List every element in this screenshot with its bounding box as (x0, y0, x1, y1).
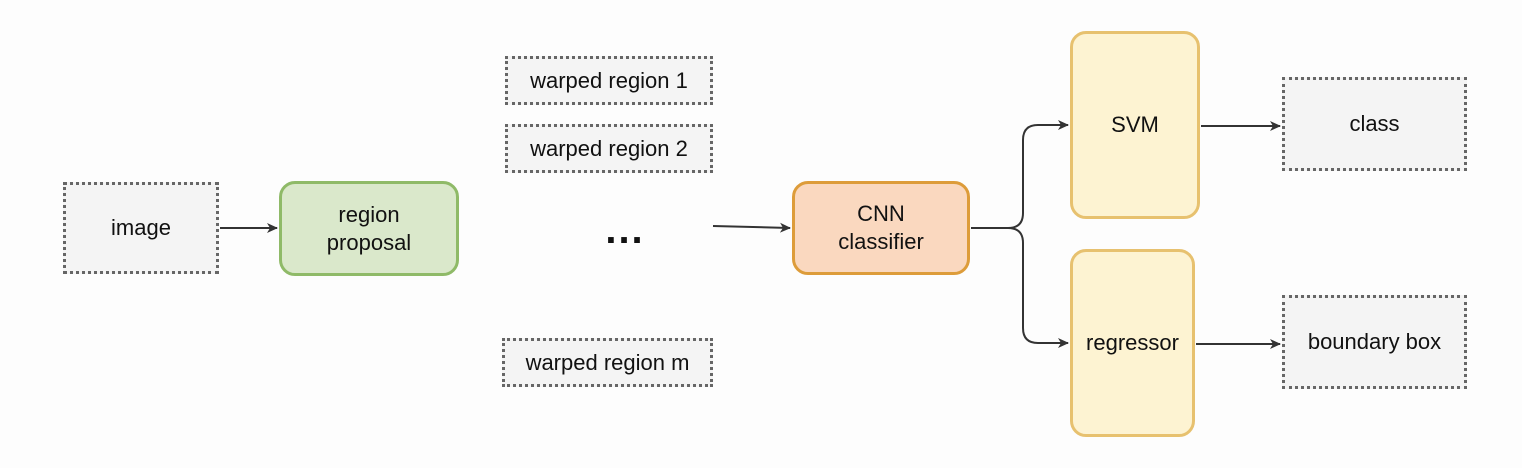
warped-region-1-node: warped region 1 (505, 56, 713, 105)
regressor-node: regressor (1070, 249, 1195, 437)
image-node: image (63, 182, 219, 274)
class-output-node: class (1282, 77, 1467, 171)
edge-cnn-to-regressor (1007, 227, 1069, 348)
boundary-box-output-node: boundary box (1282, 295, 1467, 389)
edge-cnn-to-svm (971, 120, 1069, 229)
cnn-classifier-node: CNN classifier (792, 181, 970, 275)
svm-node: SVM (1070, 31, 1200, 219)
warped-region-2-node: warped region 2 (505, 124, 713, 173)
region-proposal-node: region proposal (279, 181, 459, 276)
edge-warped-to-cnn (712, 222, 791, 233)
ellipsis-label: ... (605, 208, 645, 252)
warped-region-m-node: warped region m (502, 338, 713, 387)
